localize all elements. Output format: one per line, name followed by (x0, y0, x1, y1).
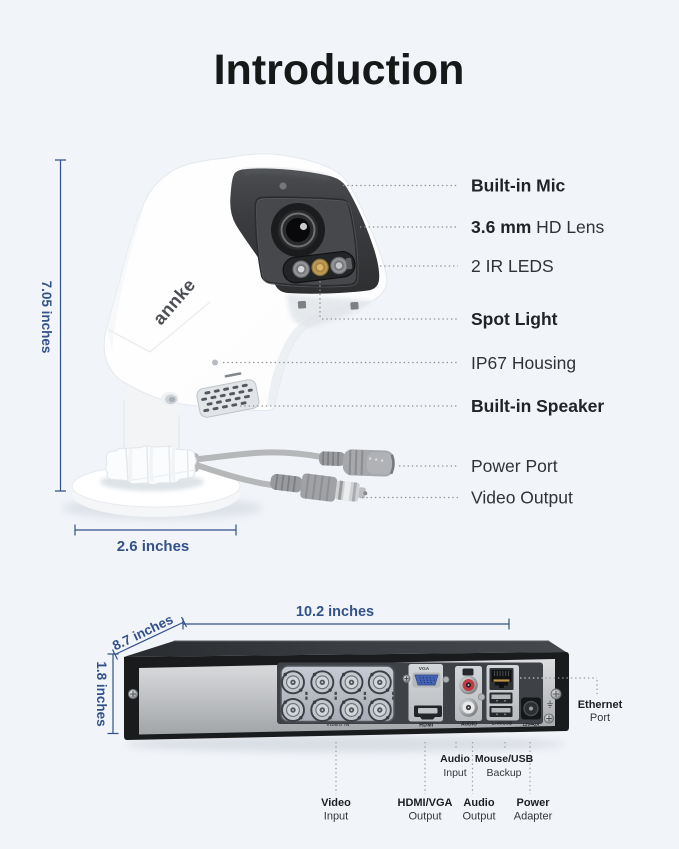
svg-text:Output: Output (462, 811, 495, 823)
svg-text:Mouse/USB: Mouse/USB (475, 753, 534, 765)
svg-text:Video Output: Video Output (471, 488, 573, 508)
svg-text:AUDIO: AUDIO (461, 722, 477, 728)
svg-text:IP67 Housing: IP67 Housing (471, 353, 576, 373)
svg-text:Built-in Speaker: Built-in Speaker (471, 396, 604, 416)
svg-text:HDMI/VGA: HDMI/VGA (398, 797, 453, 809)
svg-text:Power: Power (516, 797, 550, 809)
svg-text:VIDEO IN: VIDEO IN (326, 722, 350, 727)
svg-text:Audio: Audio (463, 797, 494, 809)
svg-text:2.6 inches: 2.6 inches (117, 538, 190, 555)
svg-text:Port: Port (590, 712, 610, 724)
svg-text:Introduction: Introduction (214, 46, 465, 94)
svg-text:7.05 inches: 7.05 inches (39, 281, 54, 354)
svg-text:Spot Light: Spot Light (471, 309, 558, 329)
svg-text:Power Port: Power Port (471, 456, 558, 476)
svg-text:1.8 inches: 1.8 inches (94, 661, 109, 726)
svg-text:LAN/USB: LAN/USB (492, 721, 513, 726)
svg-text:Audio: Audio (440, 753, 470, 765)
svg-text:10.2 inches: 10.2 inches (296, 604, 374, 620)
svg-text:3.6 mm HD Lens: 3.6 mm HD Lens (471, 217, 605, 237)
svg-text:12V⎓2A: 12V⎓2A (523, 722, 541, 727)
svg-text:Ethernet: Ethernet (578, 699, 623, 711)
svg-text:Backup: Backup (486, 767, 521, 779)
svg-text:Video: Video (321, 797, 351, 809)
svg-text:VGA: VGA (419, 666, 430, 672)
svg-text:2 IR LEDS: 2 IR LEDS (471, 256, 554, 276)
svg-text:HDMI: HDMI (419, 723, 434, 729)
svg-text:Built-in Mic: Built-in Mic (471, 176, 566, 196)
svg-text:Adapter: Adapter (514, 811, 553, 823)
svg-text:Input: Input (324, 811, 348, 823)
svg-text:Output: Output (408, 811, 441, 823)
svg-text:Input: Input (443, 767, 466, 779)
